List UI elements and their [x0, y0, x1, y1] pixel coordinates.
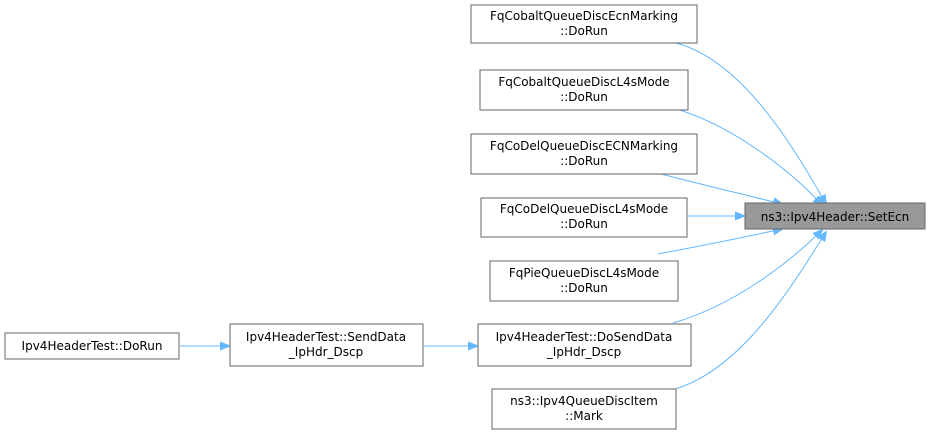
node-ns3-ipv4queuediscitem-mark[interactable]: ns3::Ipv4QueueDiscItem ::Mark [491, 388, 677, 430]
node-fqpiequeuedisc-l4smode-dorun[interactable]: FqPieQueueDiscL4sMode ::DoRun [489, 260, 679, 302]
edge-ipv4-queuedisc-mark-to-setecn [674, 232, 826, 390]
node-label-line1: FqCobaltQueueDiscEcnMarking [490, 9, 678, 23]
edge-fq-pie-l4s-to-setecn [657, 229, 782, 255]
node-label-line2: ::DoRun [560, 24, 608, 38]
node-fqcodelqueuedisc-ecnmarking-dorun[interactable]: FqCoDelQueueDiscECNMarking ::DoRun [470, 133, 698, 175]
node-label-line2: _IpHdr_Dscp [546, 345, 621, 359]
edge-ipv4-dosenddata-to-setecn [672, 230, 822, 324]
node-label-line1: FqCoDelQueueDiscL4sMode [500, 202, 668, 216]
node-fqcodelqueuedisc-l4smode-dorun[interactable]: FqCoDelQueueDiscL4sMode ::DoRun [480, 197, 688, 238]
node-ipv4headertest-senddata-iphdr-dscp[interactable]: Ipv4HeaderTest::SendData _IpHdr_Dscp [229, 323, 424, 367]
edge-fq-cobalt-l4s-to-setecn [679, 109, 822, 205]
node-label-line2: ::DoRun [560, 90, 608, 104]
node-ns3-ipv4header-setecn[interactable]: ns3::Ipv4Header::SetEcn [744, 202, 926, 230]
node-label-line2: ::DoRun [560, 281, 608, 295]
node-label-line1: ns3::Ipv4QueueDiscItem [510, 394, 658, 408]
node-label-line1: FqPieQueueDiscL4sMode [509, 266, 659, 280]
node-label-line1: Ipv4HeaderTest::DoSendData [496, 330, 673, 344]
node-label-line2: _IpHdr_Dscp [288, 345, 363, 359]
node-label-line2: ::Mark [565, 409, 603, 423]
node-label-line2: ::DoRun [560, 217, 608, 231]
node-label-line1: FqCoDelQueueDiscECNMarking [490, 139, 678, 153]
edges [180, 42, 826, 390]
node-label: Ipv4HeaderTest::DoRun [22, 339, 163, 353]
node-ipv4headertest-dosenddata-iphdr-dscp[interactable]: Ipv4HeaderTest::DoSendData _IpHdr_Dscp [477, 323, 692, 367]
edge-fq-codel-ecn-to-setecn [660, 173, 782, 204]
node-fqcobaltqueuedisc-ecnmarking-dorun[interactable]: FqCobaltQueueDiscEcnMarking ::DoRun [470, 4, 698, 44]
node-label: ns3::Ipv4Header::SetEcn [761, 210, 910, 224]
node-label-line1: FqCobaltQueueDiscL4sMode [498, 75, 669, 89]
edge-fq-cobalt-ecn-to-setecn [675, 42, 826, 204]
node-ipv4headertest-dorun[interactable]: Ipv4HeaderTest::DoRun [4, 332, 180, 360]
node-label-line1: Ipv4HeaderTest::SendData [246, 330, 406, 344]
node-label-line2: ::DoRun [560, 154, 608, 168]
node-fqcobaltqueuedisc-l4smode-dorun[interactable]: FqCobaltQueueDiscL4sMode ::DoRun [479, 69, 689, 111]
